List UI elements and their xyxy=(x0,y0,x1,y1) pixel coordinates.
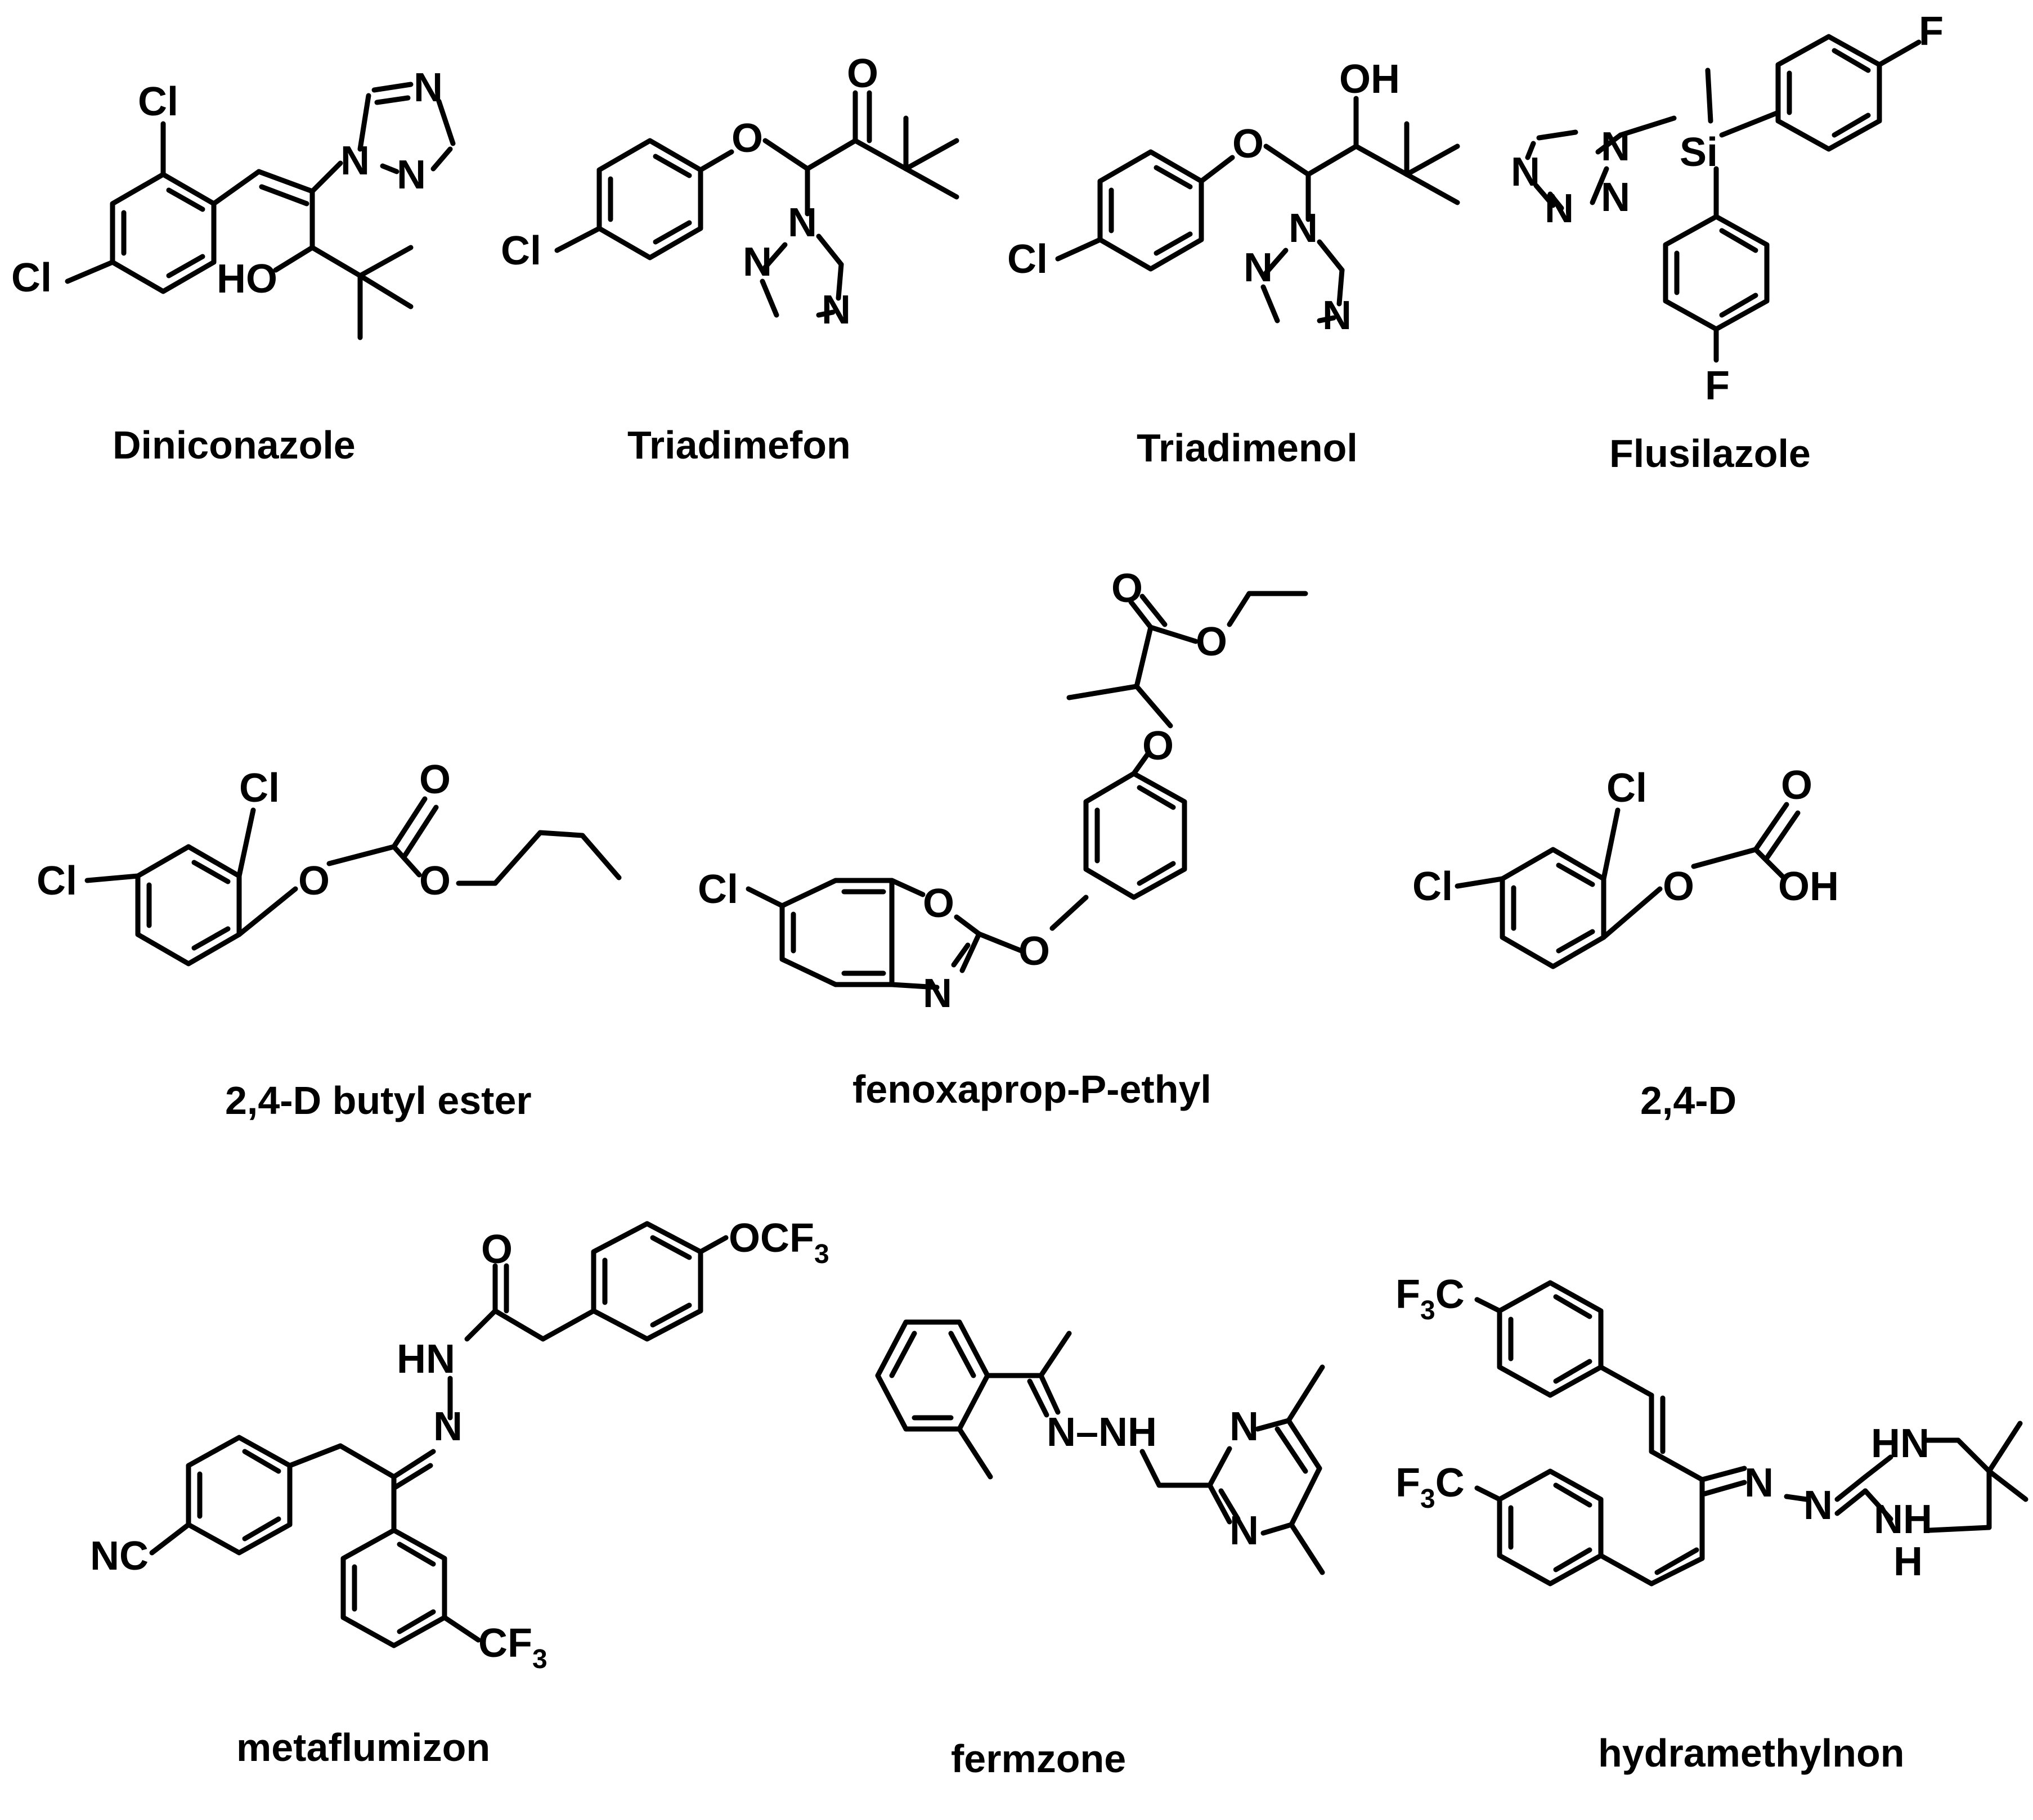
atom-n2: N xyxy=(397,152,426,197)
label-fermzone: fermzone xyxy=(951,1737,1126,1781)
atom-cl-ortho: Cl xyxy=(1606,766,1647,811)
atom-n4: N xyxy=(1511,150,1540,195)
atom-cf3: CF3 xyxy=(478,1621,547,1674)
atom-n2: N xyxy=(1244,245,1273,290)
atom-cl: Cl xyxy=(1007,237,1048,282)
atom-ho: HO xyxy=(217,257,277,302)
atom-o-oxazole: O xyxy=(923,881,954,926)
atom-o-ester: O xyxy=(1196,619,1227,664)
atom-cl: Cl xyxy=(501,228,541,273)
structure-hydramethylnon: F3C F3C N N HN NH H xyxy=(1395,1272,2028,1587)
structure-24d: Cl Cl O O OH xyxy=(1412,763,1839,969)
atom-n-imine: N xyxy=(433,1404,463,1449)
atom-cl: Cl xyxy=(698,867,738,912)
atom-si: Si xyxy=(1680,130,1718,175)
atom-f3c-top: F3C xyxy=(1395,1272,1465,1325)
structure-fermzone: N–NH N N xyxy=(875,1319,1325,1575)
atom-cl-ortho: Cl xyxy=(239,766,280,811)
atom-oh: OH xyxy=(1339,57,1400,102)
atom-o-aryl: O xyxy=(1663,864,1694,909)
structure-triadimefon: O O Cl N N N xyxy=(501,51,959,332)
atom-o-keto: O xyxy=(847,51,878,96)
label-triadimefon: Triadimefon xyxy=(627,423,851,467)
atom-n4: N xyxy=(1322,293,1352,338)
label-24d: 2,4-D xyxy=(1640,1078,1736,1122)
atom-n4: N xyxy=(414,65,443,110)
atom-n1: N xyxy=(1289,206,1318,251)
label-triadimenol: Triadimenol xyxy=(1137,426,1358,470)
label-fenoxaprop-p-ethyl: fenoxaprop-P-ethyl xyxy=(852,1067,1211,1111)
label-diniconazole: Diniconazole xyxy=(113,423,356,467)
atom-n2: N xyxy=(1601,175,1630,220)
structure-diniconazole: Cl Cl N N N HO xyxy=(11,65,456,340)
atom-o-bridge: O xyxy=(1018,929,1050,974)
atom-f3c-bottom: F3C xyxy=(1395,1461,1465,1514)
atom-f-top: F xyxy=(1919,9,1944,54)
label-metaflumizon: metaflumizon xyxy=(236,1725,490,1769)
atom-o-carbonyl: O xyxy=(419,757,451,802)
atom-o-carbonyl: O xyxy=(1781,763,1812,808)
label-24d-butyl-ester: 2,4-D butyl ester xyxy=(225,1078,532,1122)
atom-nh: NH xyxy=(1874,1497,1932,1542)
atom-hn: HN xyxy=(1871,1421,1929,1466)
structure-24d-butyl-ester: Cl Cl O O O xyxy=(37,757,622,967)
atom-cl-para: Cl xyxy=(11,255,52,300)
atom-o-ether: O xyxy=(731,116,763,161)
atom-n-pyrimidine-1: N xyxy=(1229,1404,1259,1449)
atom-n-azine-2: N xyxy=(1803,1483,1833,1528)
atom-o-ether: O xyxy=(1232,122,1264,167)
structure-triadimenol: O OH Cl N N N xyxy=(1007,57,1460,338)
atom-f-bottom: F xyxy=(1705,363,1730,408)
atom-n-oxazole: N xyxy=(923,971,952,1016)
atom-cl-ortho: Cl xyxy=(138,79,178,124)
atom-n4: N xyxy=(822,287,851,332)
atom-ocf3: OCF3 xyxy=(729,1216,829,1269)
label-hydramethylnon: hydramethylnon xyxy=(1598,1731,1905,1775)
atom-n-pyrimidine-3: N xyxy=(1229,1508,1259,1553)
atom-cl-para: Cl xyxy=(1412,864,1453,909)
atom-nc: NC xyxy=(90,1534,149,1579)
atom-n-low: N xyxy=(1545,186,1574,231)
atom-oh: OH xyxy=(1778,864,1839,909)
structure-fenoxaprop-p-ethyl: Cl O N O O O O xyxy=(698,566,1308,1016)
label-flusilazole: Flusilazole xyxy=(1609,432,1811,475)
structure-flusilazole: Si F F N N N N xyxy=(1511,9,1944,408)
atom-hn: HN xyxy=(397,1337,455,1382)
structure-metaflumizon: O HN N NC OCF3 CF3 xyxy=(90,1216,829,1674)
atom-n1: N xyxy=(340,138,370,183)
atom-o-aryl: O xyxy=(298,859,330,904)
atom-o-ester: O xyxy=(419,859,451,904)
atom-n-nh: N–NH xyxy=(1047,1410,1157,1455)
atom-o-carbonyl: O xyxy=(481,1227,513,1272)
atom-n1: N xyxy=(788,200,817,245)
atom-o-phenoxy: O xyxy=(1142,723,1174,769)
atom-n1: N xyxy=(1601,124,1630,169)
atom-h: H xyxy=(1893,1539,1923,1584)
atom-o-carbonyl: O xyxy=(1111,566,1143,611)
atom-n-azine-1: N xyxy=(1744,1461,1774,1506)
atom-n2: N xyxy=(743,240,772,285)
atom-cl-para: Cl xyxy=(37,859,77,904)
